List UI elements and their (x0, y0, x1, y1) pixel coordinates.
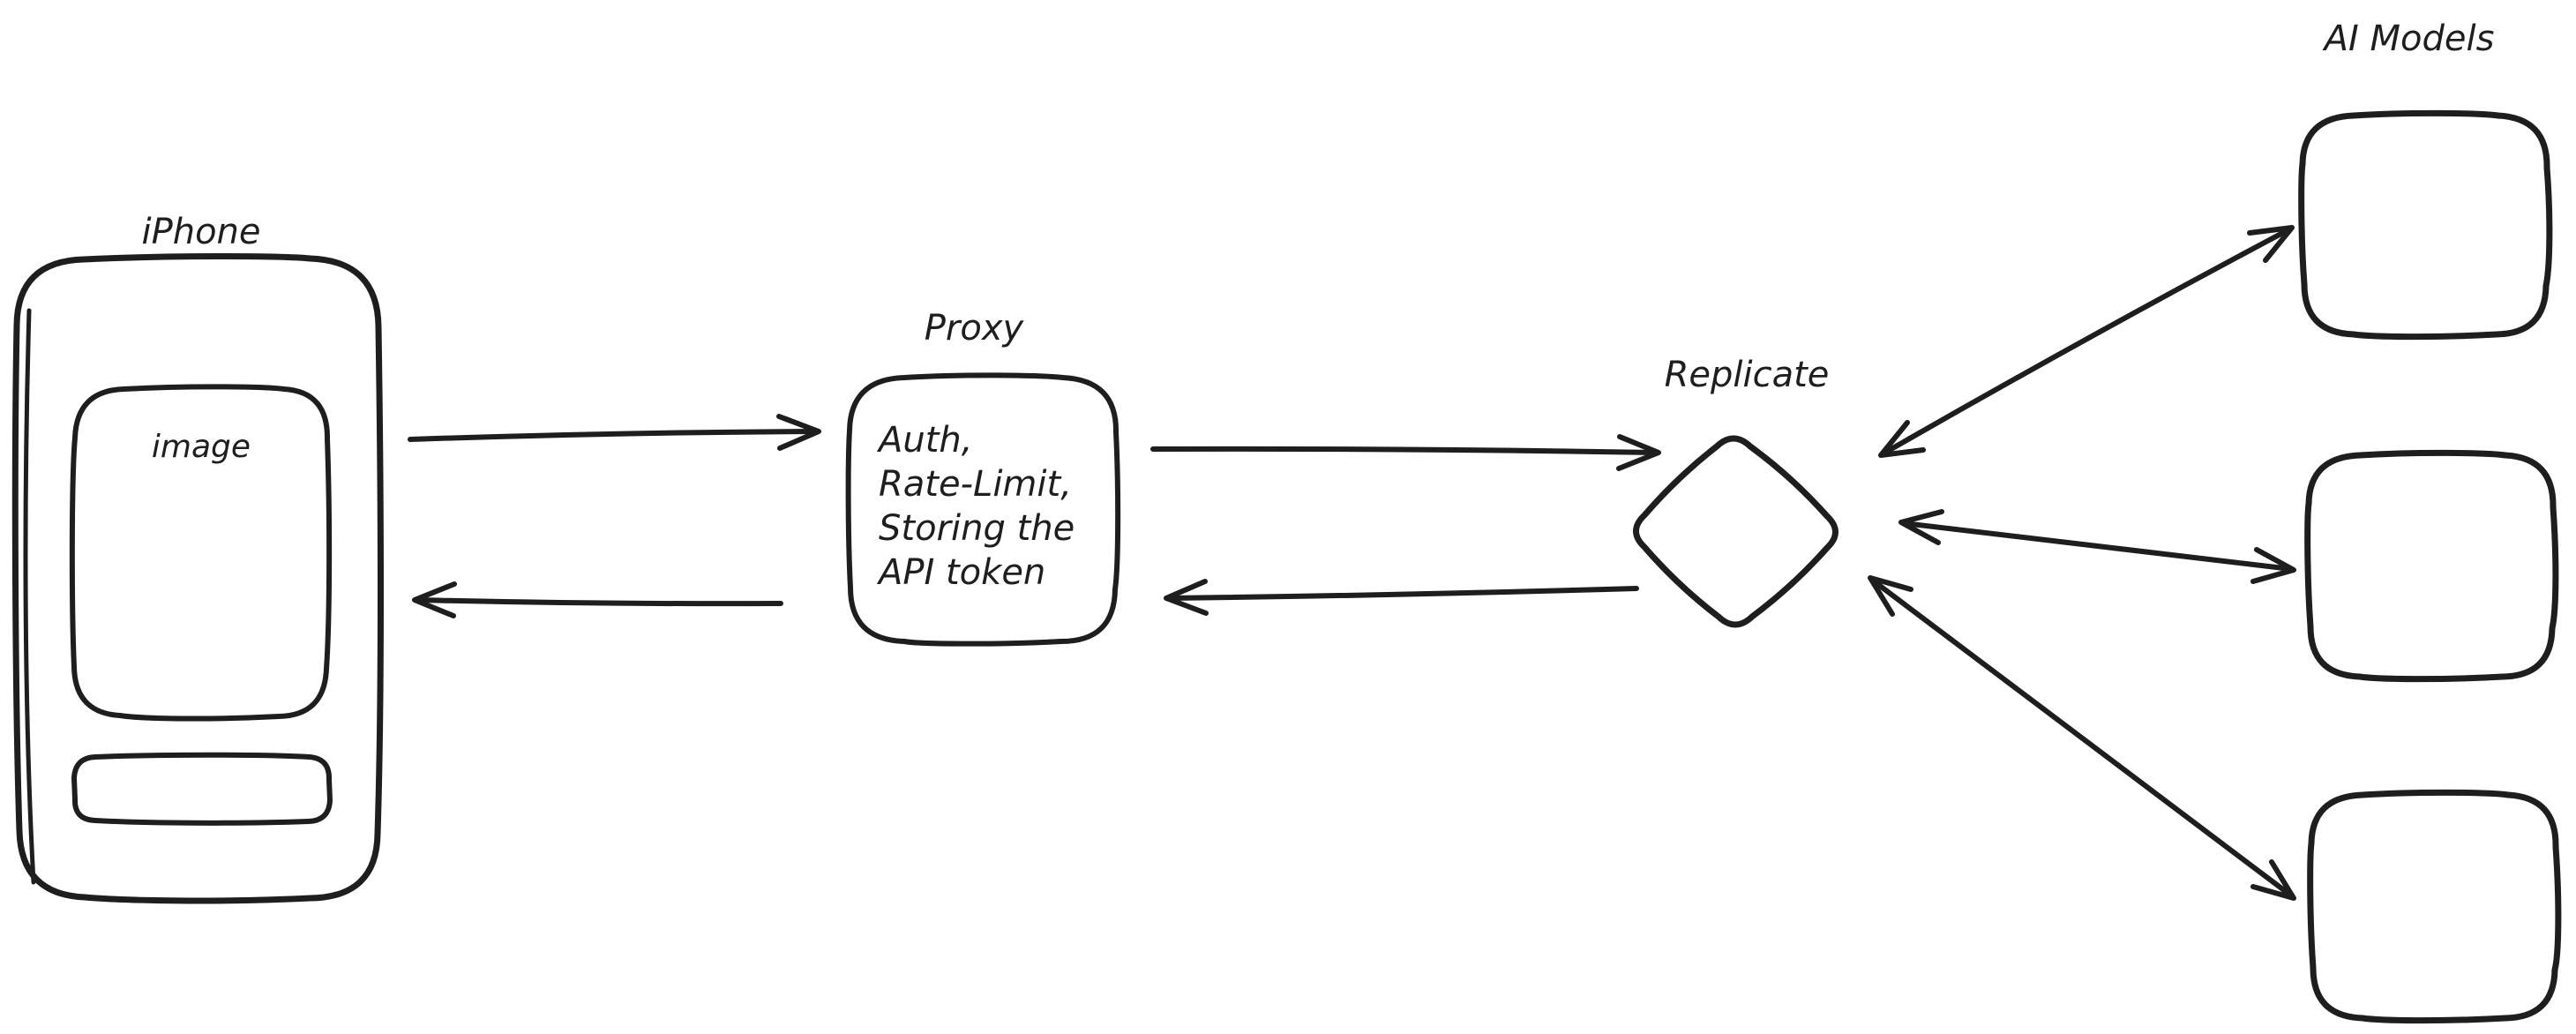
edge-replicate-model-3 (1868, 575, 2296, 901)
edge-iphone-to-proxy (408, 414, 821, 451)
iphone-body-outline (11, 253, 384, 904)
replicate-label: Replicate (1665, 355, 1830, 395)
iphone-home-bar (71, 752, 333, 826)
replicate-diamond-outline (1633, 435, 1838, 628)
arrow-shaft (408, 429, 819, 442)
arrowhead-left-icon (1898, 509, 1944, 545)
arrowhead-left-icon (412, 581, 457, 618)
arrowhead-upper-right-icon (2247, 225, 2295, 263)
arrowhead-upper-left-icon (1868, 575, 1913, 617)
edge-replicate-model-2 (1898, 509, 2296, 584)
ai-model-box-1 (2298, 109, 2553, 341)
iphone-body-sketch-stroke (23, 308, 36, 885)
edge-replicate-to-proxy (1164, 579, 1639, 616)
proxy-body-line: Rate-Limit, (879, 464, 1072, 505)
edge-proxy-to-replicate (1150, 434, 1661, 471)
iphone-label: iPhone (141, 212, 260, 252)
ai-models-label: AI Models (2322, 19, 2495, 59)
arrowhead-lower-left-icon (1878, 420, 1926, 458)
ai-models-group: AI Models (2298, 19, 2562, 1024)
proxy-body-line: API token (876, 552, 1045, 593)
ai-model-box-3 (2307, 789, 2562, 1024)
arrow-shaft (1881, 227, 2292, 456)
screen-image-label: image (152, 429, 251, 465)
ai-model-box-2 (2304, 449, 2559, 683)
proxy-body-line: Auth, (876, 420, 972, 461)
proxy-box-outline (845, 372, 1121, 647)
edge-proxy-to-iphone (412, 581, 783, 618)
edge-replicate-model-1 (1878, 225, 2295, 458)
arrow-shaft (1150, 446, 1659, 455)
arrow-shaft (1901, 521, 2294, 572)
arrowhead-lower-right-icon (2250, 859, 2296, 901)
arrow-shaft (415, 597, 783, 607)
iphone-screen-outline (69, 384, 333, 722)
proxy-node: Proxy Auth, Rate-Limit, Storing the API … (845, 308, 1121, 647)
replicate-node: Replicate (1633, 355, 1838, 628)
arrowhead-left-icon (1164, 579, 1209, 616)
iphone-node: iPhone image (11, 212, 384, 904)
proxy-body-line: Storing the (879, 508, 1075, 549)
arrow-shaft (1166, 586, 1639, 601)
proxy-label: Proxy (925, 308, 1025, 348)
arrowhead-right-icon (776, 414, 821, 451)
arrow-shaft (1870, 578, 2294, 898)
arrowhead-right-icon (1616, 434, 1661, 471)
arrowhead-right-icon (2250, 547, 2296, 584)
